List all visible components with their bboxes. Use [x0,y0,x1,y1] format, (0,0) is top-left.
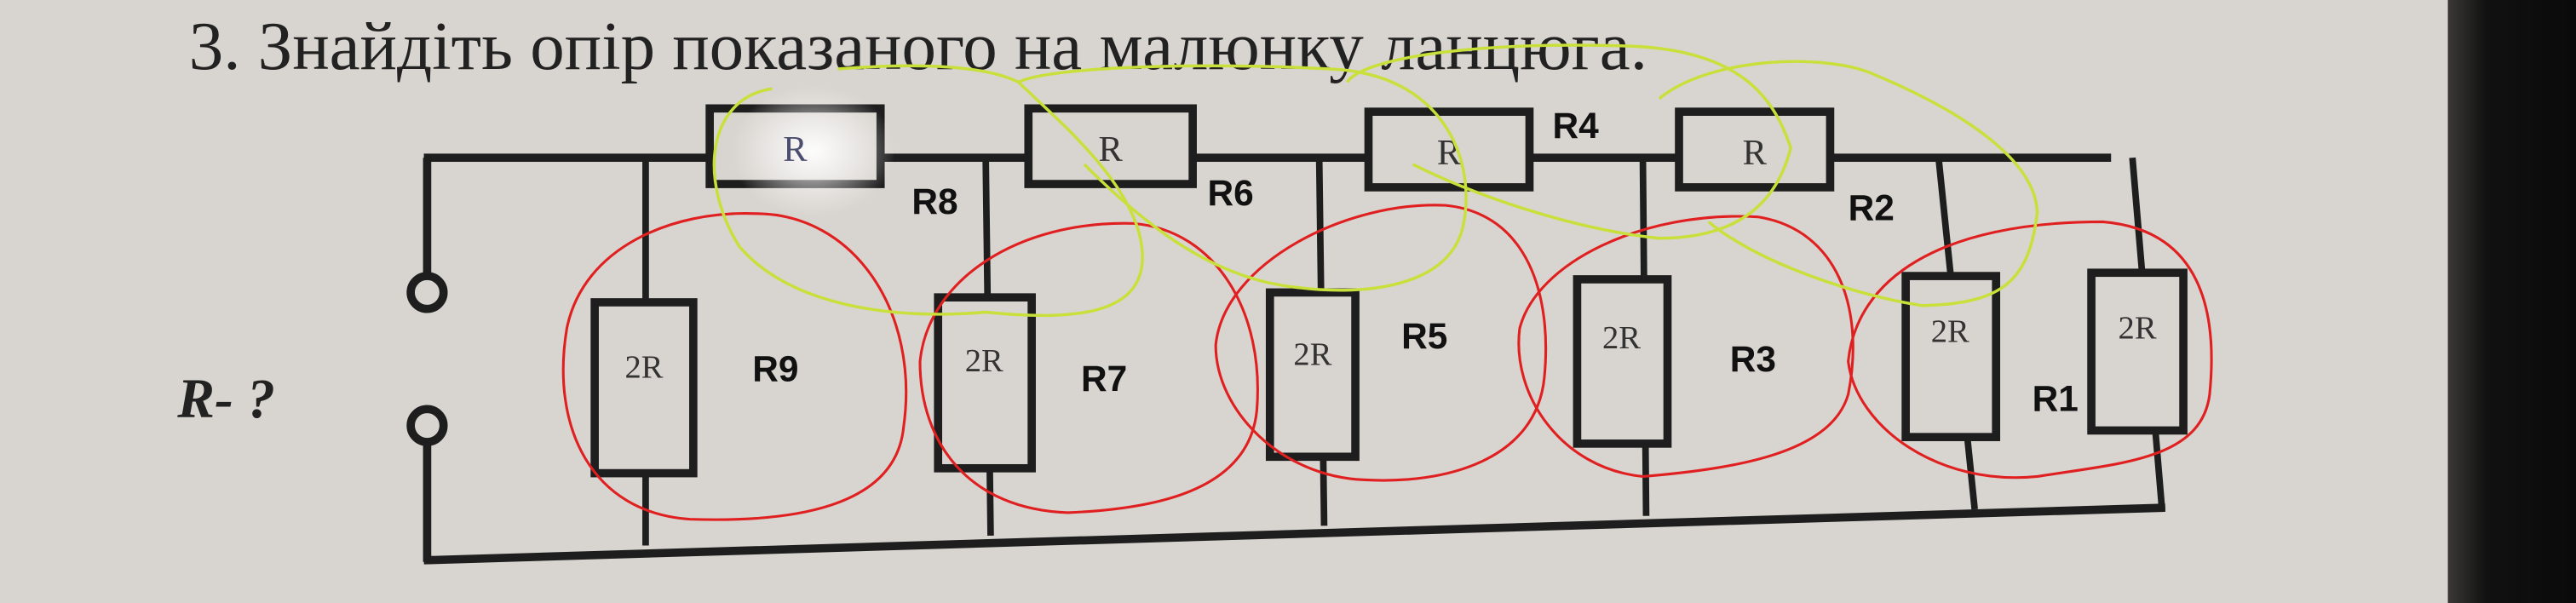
resistor-r7: 2R [934,293,1036,473]
label-r3: R3 [1730,339,1776,379]
label-r1: R1 [2033,378,2079,418]
svg-text:R: R [1743,133,1768,173]
resistor-r6: R [1024,104,1197,188]
resistor-r3: 2R [1573,275,1672,448]
svg-text:R: R [1099,129,1124,169]
screen-glare [731,85,896,217]
svg-text:2R: 2R [965,343,1003,379]
red-circles [561,204,2213,521]
label-r6: R6 [1207,173,1253,213]
label-r4: R4 [1552,106,1599,146]
svg-text:2R: 2R [2119,310,2157,346]
label-r7: R7 [1081,359,1127,399]
label-r5: R5 [1401,316,1447,356]
svg-text:2R: 2R [1931,313,1969,349]
svg-text:R: R [783,129,808,169]
resistor-r9: 2R [590,298,698,478]
resistor-r8: R [705,85,896,217]
resistor-r5: 2R [1265,288,1360,462]
svg-text:2R: 2R [1602,320,1641,356]
resistor-r4: R [1364,107,1534,192]
question-label: R- ? [176,369,275,430]
terminal-bottom [406,405,448,446]
label-r9: R9 [752,349,798,389]
annotations: R8 R6 R4 R2 R9 R7 R5 R3 R1 [752,106,2079,418]
terminal-top [406,272,448,313]
screen-edge [2447,0,2576,603]
label-r8: R8 [911,181,957,221]
resistor-r2: R [1675,107,1835,192]
svg-text:2R: 2R [1293,336,1331,372]
resistor-r1a: 2R [1901,272,2001,441]
green-loops [712,43,2039,318]
label-r2: R2 [1849,188,1895,228]
resistor-r1b: 2R [2087,268,2188,435]
problem-title: 3. Знайдіть опір показаного на малюнку л… [189,8,1647,84]
svg-text:2R: 2R [624,350,663,386]
